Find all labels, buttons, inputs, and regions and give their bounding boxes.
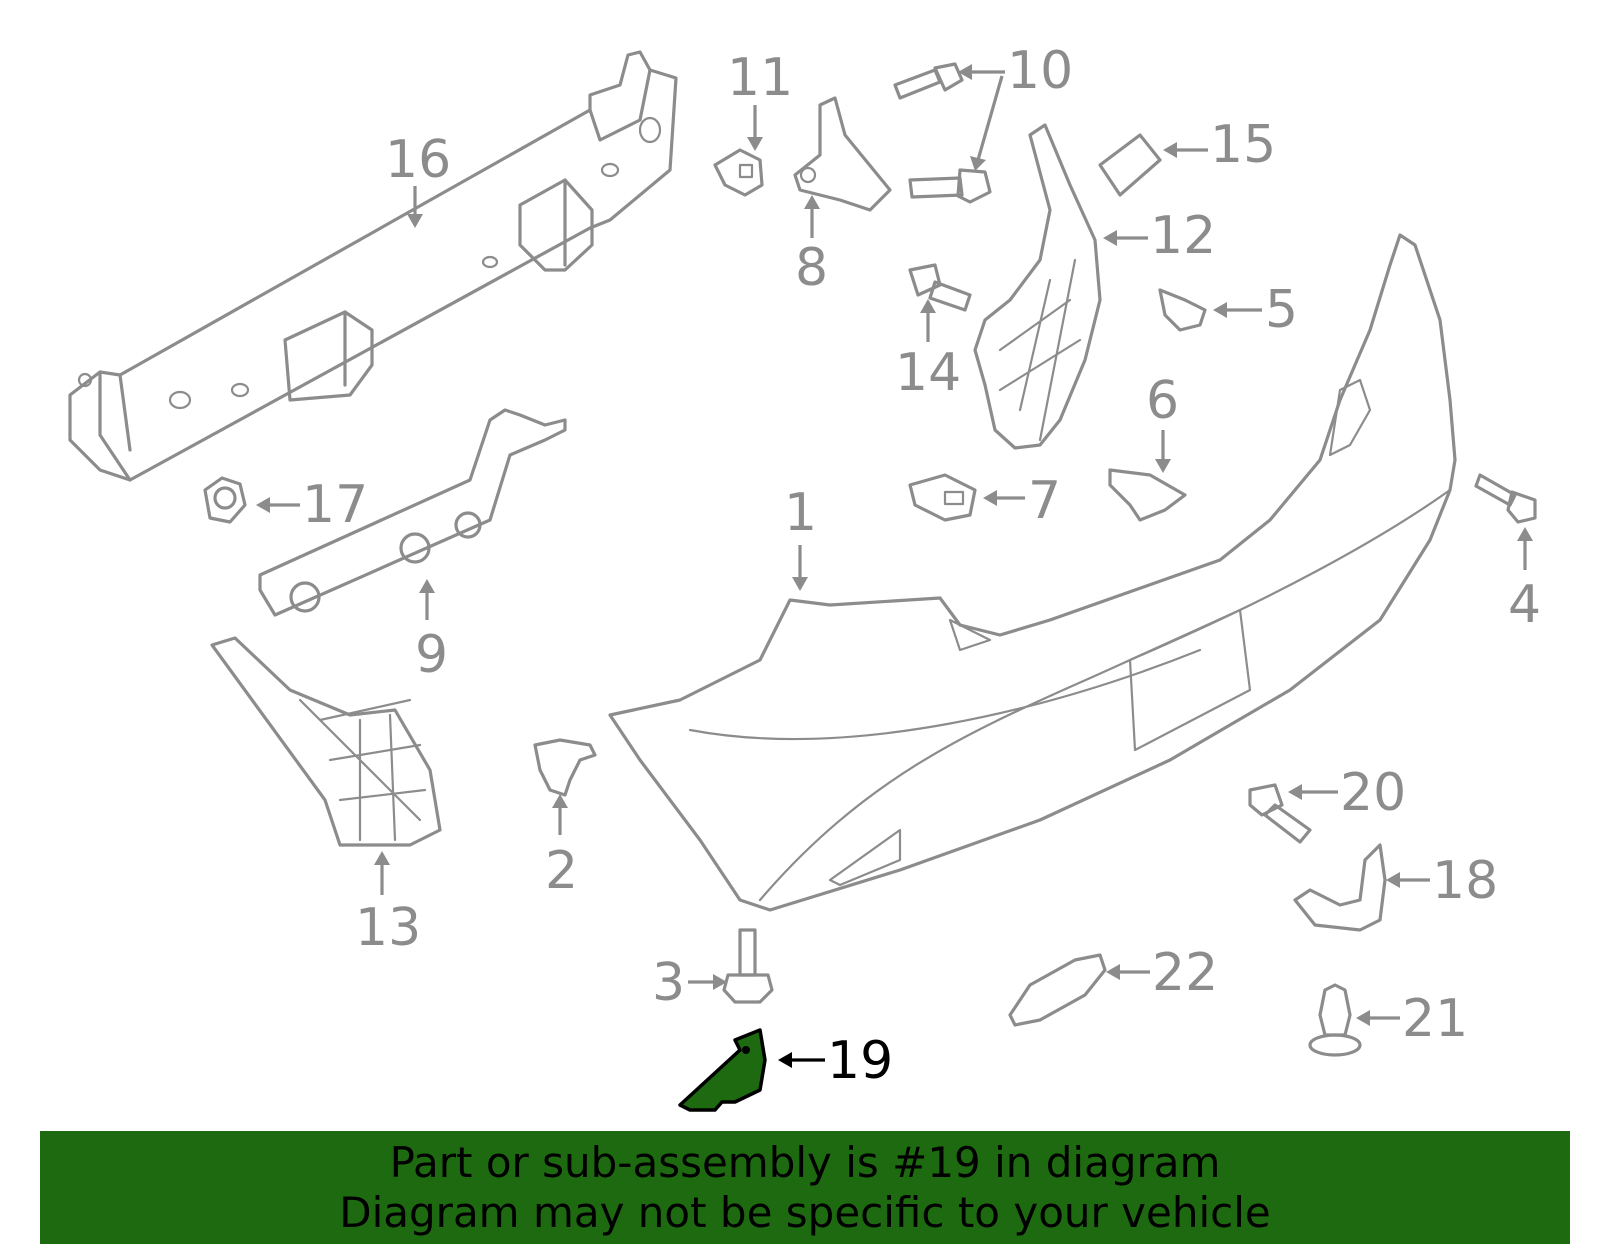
callout-12: 12	[1150, 206, 1216, 266]
banner-line-disclaimer: Diagram may not be specific to your vehi…	[339, 1187, 1271, 1237]
part-8-bracket	[793, 96, 892, 212]
info-banner: Part or sub-assembly is #19 in diagram D…	[40, 1131, 1570, 1244]
part-1-bumper-cover	[608, 233, 1457, 912]
callout-8: 8	[795, 238, 828, 298]
callout-1: 1	[784, 483, 817, 543]
callout-13: 13	[355, 898, 421, 958]
callout-14: 14	[895, 343, 961, 403]
part-3-bolt	[722, 928, 774, 1004]
part-13-bracket	[210, 636, 442, 847]
callout-4: 4	[1508, 575, 1541, 635]
callout-10: 10	[1007, 41, 1073, 101]
part-20-bolt	[1248, 783, 1312, 844]
part-10-bolts	[893, 62, 992, 204]
part-14-bolt	[908, 263, 972, 312]
part-5-push-clip	[1158, 288, 1207, 332]
callout-3: 3	[652, 953, 685, 1013]
part-19-bracket-highlighted	[678, 1028, 767, 1112]
part-2-push-pin	[533, 738, 597, 797]
part-7-clip	[908, 473, 977, 522]
leader-lines	[256, 64, 1533, 1068]
part-17-nut	[203, 476, 247, 524]
callout-16: 16	[385, 130, 451, 190]
callout-18: 18	[1432, 851, 1498, 911]
callout-11: 11	[727, 48, 793, 108]
part-16-reinforcement-beam	[68, 50, 678, 482]
callout-22: 22	[1152, 943, 1218, 1003]
callout-21: 21	[1402, 989, 1468, 1049]
callout-19-highlighted: 19	[827, 1031, 893, 1091]
callout-9: 9	[415, 625, 448, 685]
part-6-clip	[1108, 468, 1187, 522]
callout-20: 20	[1340, 763, 1406, 823]
part-11-clip	[713, 148, 764, 197]
part-21-push-rivet	[1308, 983, 1362, 1057]
callout-2: 2	[545, 841, 578, 901]
part-18-bracket	[1293, 843, 1387, 932]
callout-17: 17	[302, 475, 368, 535]
callout-7: 7	[1028, 471, 1061, 531]
part-12-side-bracket	[973, 123, 1102, 450]
part-4-bolt	[1474, 473, 1537, 524]
banner-line-part: Part or sub-assembly is #19 in diagram	[389, 1137, 1221, 1187]
callout-15: 15	[1210, 115, 1276, 175]
callout-5: 5	[1265, 280, 1298, 340]
callout-6: 6	[1146, 371, 1179, 431]
callout-labels: 16 11 8 10 15 12 5 14 6 7 17 1 9 4 2 13 …	[302, 41, 1541, 1091]
part-22-cover	[1008, 953, 1107, 1027]
part-9-bracket	[258, 408, 567, 617]
part-15-pad	[1098, 133, 1162, 197]
